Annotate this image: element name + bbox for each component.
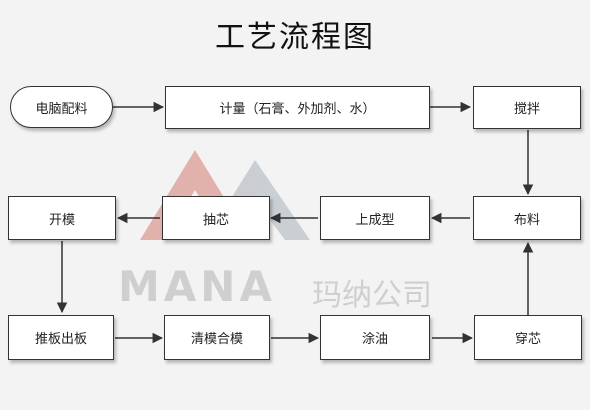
node-pour: 布料 [473,196,581,240]
node-stir: 搅拌 [473,86,581,129]
node-oil-label: 涂油 [361,332,388,347]
node-shape: 上成型 [320,196,430,240]
node-shape-label: 上成型 [355,212,395,228]
node-oil: 涂油 [320,315,430,360]
node-open: 开模 [8,196,116,240]
node-stir-label: 搅拌 [513,102,540,117]
node-clean-label: 清模合模 [190,332,243,347]
node-open-label: 开模 [48,212,75,228]
node-insert-label: 穿芯 [514,332,541,347]
node-mix-label: 电脑配料 [35,101,88,117]
watermark-company: 玛纳公司 [312,278,432,313]
node-clean: 清模合模 [164,315,270,360]
node-measure-label: 计量（石膏、外加剂、水） [219,102,376,117]
watermark-brand: MANA [118,262,276,311]
diagram-title: 工艺流程图 [215,20,375,55]
node-measure: 计量（石膏、外加剂、水） [165,86,430,129]
node-core-label: 抽芯 [202,212,229,228]
node-mix: 电脑配料 [10,86,113,128]
node-pour-label: 布料 [513,212,540,228]
node-insert: 穿芯 [474,315,582,360]
node-push-label: 推板出板 [34,332,87,347]
node-push: 推板出板 [8,315,114,360]
node-core: 抽芯 [162,196,270,240]
